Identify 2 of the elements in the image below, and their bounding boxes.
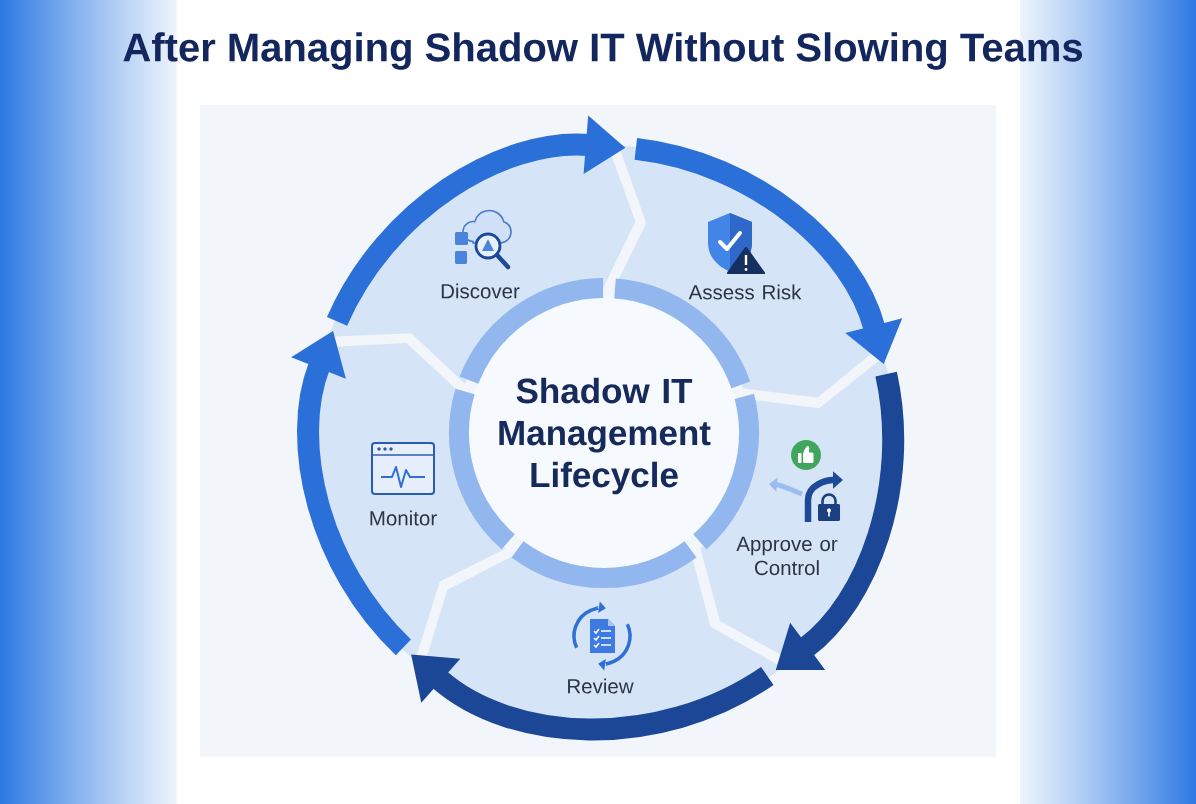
node-label: Review	[568, 678, 634, 694]
title: After Managing Shadow IT Without Slowing Teams	[123, 32, 1082, 70]
